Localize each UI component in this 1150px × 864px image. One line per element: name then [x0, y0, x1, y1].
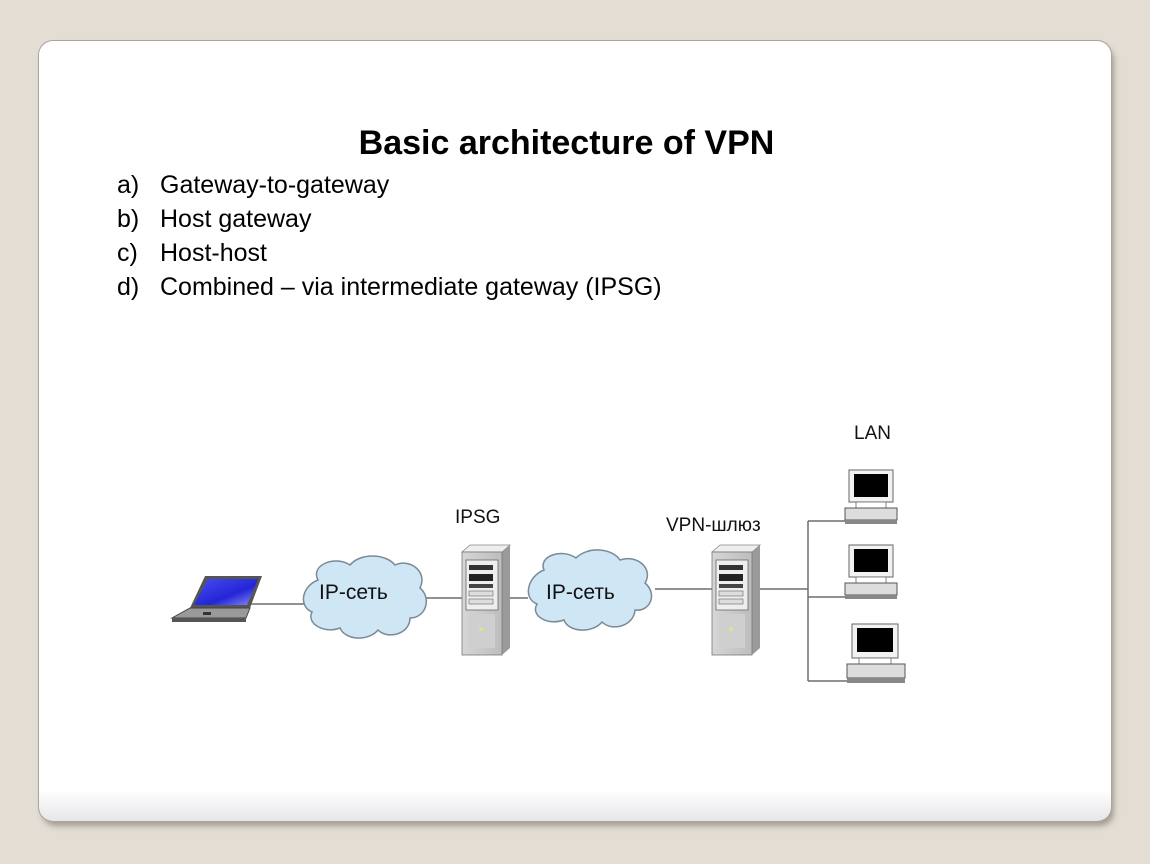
laptop-icon — [170, 576, 262, 622]
ipsg-label: IPSG — [455, 507, 501, 528]
vpn-gateway-server-icon — [710, 544, 762, 656]
cloud2-label: IP-сеть — [546, 581, 615, 604]
list-marker: c) — [117, 239, 138, 267]
list-marker: d) — [117, 273, 140, 301]
cloud1-label: IP-сеть — [319, 581, 388, 604]
list-text: Gateway-to-gateway — [160, 171, 390, 199]
list-text: Combined – via intermediate gateway (IPS… — [160, 273, 662, 301]
workstation-icon-2 — [844, 544, 898, 599]
list-marker: b) — [117, 205, 140, 233]
cloud-icon-2 — [527, 549, 653, 631]
list-text: Host gateway — [160, 205, 312, 233]
slide-title: Basic architecture of VPN — [358, 124, 775, 162]
ipsg-server-icon — [460, 544, 512, 656]
connection-lines — [246, 520, 847, 682]
list-item: a) Gateway-to-gateway — [117, 168, 662, 202]
list-marker: a) — [117, 171, 140, 199]
slide — [39, 41, 1111, 821]
list-item: b) Host gateway — [117, 202, 662, 236]
workstation-icon-1 — [844, 469, 898, 524]
workstation-icon-3 — [846, 623, 906, 683]
vpn-gateway-label: VPN-шлюз — [666, 515, 761, 536]
list-item: d) Combined – via intermediate gateway (I… — [117, 270, 662, 304]
architecture-list: a) Gateway-to-gateway b) Host gateway c) Ho… — [117, 168, 662, 304]
list-text: Host-host — [160, 239, 267, 267]
list-item: c) Host-host — [117, 236, 662, 270]
lan-label: LAN — [854, 423, 891, 444]
cloud-icon-1 — [302, 555, 428, 639]
